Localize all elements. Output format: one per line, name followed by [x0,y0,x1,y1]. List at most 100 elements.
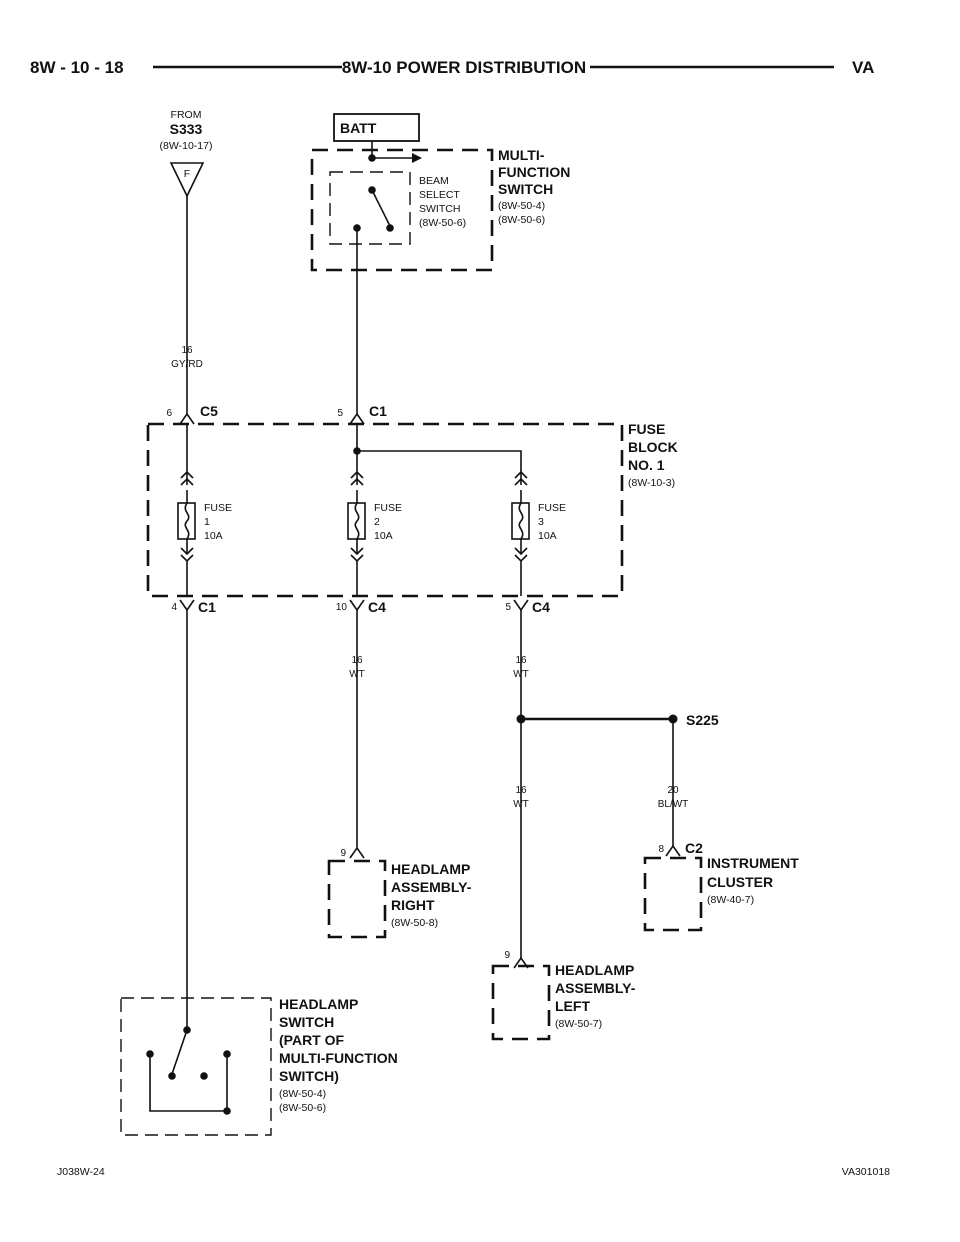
headlamp-right-line3: RIGHT [391,897,435,913]
hs-switch-arm [171,1029,188,1075]
vehicle-code: VA [852,58,874,77]
wire5-gauge: 20 [667,785,679,796]
source-from-label: FROM [171,109,202,121]
fuse-block-outline [146,422,624,598]
hs-contact-1 [168,1072,176,1080]
cluster-ref: (8W-40-7) [707,894,754,906]
source-pin: F [184,168,190,180]
hs-contact-2 [200,1072,208,1080]
c4-right-pin: 5 [505,602,511,613]
fuse-block-ref: (8W-10-3) [628,477,675,489]
wire2-color: WT [349,669,365,680]
beam-select-line3: SWITCH [419,203,460,215]
mfs-ref2: (8W-50-6) [498,214,545,226]
headlamp-assembly-left: 9 HEADLAMP ASSEMBLY- LEFT (8W-50-7) [491,950,636,1041]
c4-mid-name: C4 [368,599,386,615]
c5-pin: 6 [166,408,172,419]
page-footer: J038W-24 VA301018 [57,1166,890,1178]
headlamp-right-line2: ASSEMBLY- [391,879,472,895]
headlamp-assembly-right: 9 HEADLAMP ASSEMBLY- RIGHT (8W-50-8) [327,846,472,939]
headlamp-right-outline [327,859,387,939]
wire2-gauge: 16 [351,655,363,666]
fuse3-feed [357,450,522,485]
fuse-block-name-line3: NO. 1 [628,457,665,473]
fuse3-label-line3: 10A [538,530,557,542]
fuse2-label-line1: FUSE [374,502,402,514]
headlamp-right-ref: (8W-50-8) [391,917,438,929]
wire4-gauge: 16 [515,785,527,796]
beam-arrow-icon [412,153,422,163]
multi-function-switch-outline [310,148,494,272]
beam-select-line1: BEAM [419,175,449,187]
wire1-color: GY/RD [171,359,203,370]
input-wires: 16 GY/RD 6 C5 5 C1 [166,196,387,425]
page-code: 8W - 10 - 18 [30,58,124,77]
fuse1-label-line3: 10A [204,530,223,542]
beam-switch-arm [371,189,391,227]
fuse1-element [184,490,190,554]
headlamp-right-line1: HEADLAMP [391,861,470,877]
instrument-cluster: 8 C2 INSTRUMENT CLUSTER (8W-40-7) [643,840,799,932]
fuse-2: FUSE 2 10A [347,470,402,596]
fuse1-label-line2: 1 [204,516,210,528]
output-wires: 16 WT 16 WT S225 16 WT 20 BL/WT [186,610,719,1030]
headlamp-left-outline [491,964,551,1041]
fuse2-label-line3: 10A [374,530,393,542]
fuse2-element [354,490,360,554]
hs-line5: SWITCH) [279,1068,339,1084]
source-ref: (8W-10-17) [160,140,213,152]
wire4-color: WT [513,799,529,810]
beam-select-line2: SELECT [419,189,460,201]
c1-bottom-name: C1 [198,599,216,615]
page-title: 8W-10 POWER DISTRIBUTION [342,58,586,77]
mfs-ref1: (8W-50-4) [498,200,545,212]
connector-c1-top-icon [349,412,365,425]
connector-c4-right-icon [513,599,529,612]
multi-function-switch: BATT BEAM SELECT SWITCH (8W-50-6) MULTI-… [310,113,570,272]
beam-select-line4: (8W-50-6) [419,217,466,229]
fuse-block-no-1: FUSE BLOCK NO. 1 (8W-10-3) FUSE 1 10A [146,421,678,598]
source-name: S333 [170,121,203,137]
cluster-line1: INSTRUMENT [707,855,799,871]
headlamp-right-pin: 9 [340,848,346,859]
fuse-3: FUSE 3 10A [511,470,566,596]
page-header: 8W - 10 - 18 8W-10 POWER DISTRIBUTION VA [30,58,874,77]
hs-ref1: (8W-50-4) [279,1088,326,1100]
connector-c4-mid-icon [349,599,365,612]
fuse-block-name-line2: BLOCK [628,439,678,455]
cluster-line2: CLUSTER [707,874,773,890]
headlamp-right-connector-icon [349,846,365,859]
fuse-1: FUSE 1 10A [177,470,232,596]
hs-internal-link [149,1054,227,1112]
batt-label: BATT [340,120,377,136]
splice-name: S225 [686,712,719,728]
mfs-name-line3: SWITCH [498,181,553,197]
wire3-gauge: 16 [515,655,527,666]
mfs-name-line2: FUNCTION [498,164,570,180]
connector-c1-bottom-icon [179,599,195,612]
footer-right-code: VA301018 [842,1166,890,1178]
headlamp-left-ref: (8W-50-7) [555,1018,602,1030]
hs-line3: (PART OF [279,1032,345,1048]
cluster-outline [643,856,703,932]
c4-right-name: C4 [532,599,550,615]
hs-line4: MULTI-FUNCTION [279,1050,398,1066]
c5-name: C5 [200,403,218,419]
fuse-block-name-line1: FUSE [628,421,665,437]
cluster-connector-icon [665,844,681,857]
headlamp-switch-outline [120,997,272,1136]
fuse3-label-line2: 3 [538,516,544,528]
mfs-name-line1: MULTI- [498,147,545,163]
fuse3-element [518,490,524,554]
batt-box [333,113,420,142]
headlamp-left-connector-icon [513,956,529,969]
headlamp-left-line2: ASSEMBLY- [555,980,636,996]
hs-contact-5 [223,1107,231,1115]
c1-top-pin: 5 [337,408,343,419]
beam-contact-top [368,154,376,162]
cluster-connector-name: C2 [685,840,703,856]
source-s333: FROM S333 (8W-10-17) F [160,109,213,198]
hs-ref2: (8W-50-6) [279,1102,326,1114]
c1-top-name: C1 [369,403,387,419]
